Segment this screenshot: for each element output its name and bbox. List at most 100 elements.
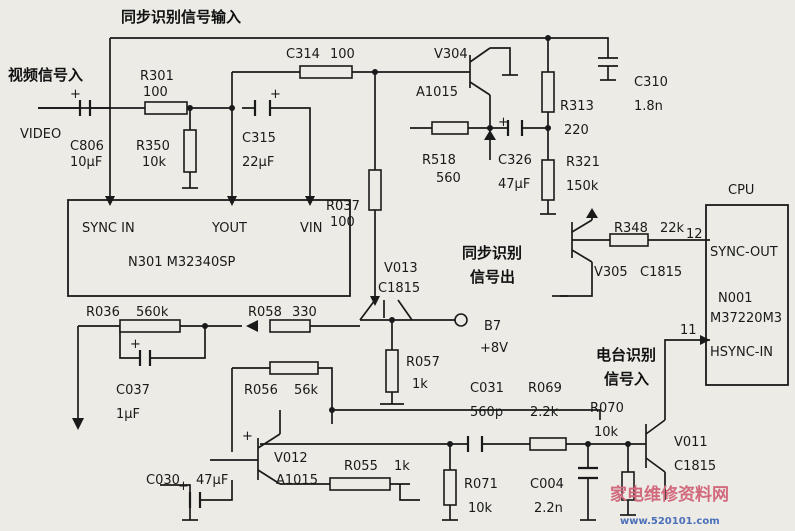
r056-label: R056: [244, 383, 278, 398]
v305-label: V305: [594, 265, 628, 280]
resistors: [119, 65, 649, 506]
c030-plates: [188, 492, 202, 508]
r069-label: R069: [528, 381, 562, 396]
c806-value: 10μF: [70, 155, 102, 170]
v013-model: C1815: [378, 281, 420, 296]
video-input-label: 视频信号入: [8, 66, 83, 84]
svg-text:+: +: [270, 87, 281, 102]
c037-value: 1μF: [116, 407, 140, 422]
r071-label: R071: [464, 477, 498, 492]
r321-body: [541, 159, 555, 201]
svg-text:+: +: [70, 87, 81, 102]
svg-text:+: +: [178, 479, 189, 494]
c326-label: C326: [498, 153, 532, 168]
c315-value: 22μF: [242, 155, 274, 170]
watermark-url: www.520101.com: [620, 516, 720, 527]
cpu-sync-out-pin: SYNC-OUT: [710, 245, 778, 260]
r058-arrow: [246, 320, 258, 332]
station-input-label-2: 信号入: [604, 370, 649, 388]
r518-label: R518: [422, 153, 456, 168]
yout-arrow: [227, 196, 237, 206]
cpu-hsync-in-pin: HSYNC-IN: [710, 345, 773, 360]
c806-label: C806: [70, 139, 104, 154]
vin-arrow: [305, 196, 315, 206]
signal-arrows: [72, 130, 710, 430]
svg-text:+: +: [498, 115, 509, 130]
sync-in-arrow: [105, 196, 115, 206]
svg-text:+: +: [242, 429, 253, 444]
video-tag: VIDEO: [20, 127, 61, 142]
r350-value: 10k: [142, 155, 167, 170]
c310-value: 1.8n: [634, 99, 663, 114]
ground-marks: [182, 74, 636, 521]
r321-label: R321: [566, 155, 600, 170]
r037-value: 100: [330, 215, 355, 230]
b7-label: B7: [484, 319, 501, 334]
r037-body: [368, 169, 382, 211]
cpu-pin-11: 11: [680, 323, 697, 338]
component-labels: R301 100 C806 10μF R350 10k C315 22μF C3…: [70, 47, 716, 516]
v011-label: V011: [674, 435, 708, 450]
n301-name: N301 M32340SP: [128, 255, 235, 270]
r321-value: 150k: [566, 179, 599, 194]
c310-label: C310: [634, 75, 668, 90]
b7-terminal: [454, 313, 468, 327]
r057-value: 1k: [412, 377, 428, 392]
c030-value: 47μF: [196, 473, 228, 488]
r301-label: R301: [140, 69, 174, 84]
cpu-n001: N001: [718, 291, 753, 306]
r313-label: R313: [560, 99, 594, 114]
c314-label: C314: [286, 47, 320, 62]
sync-input-label: 同步识别信号输入: [121, 8, 241, 26]
r070-body: [621, 471, 635, 501]
return-arrow: [72, 418, 84, 430]
r036-label: R036: [86, 305, 120, 320]
r301-value: 100: [143, 85, 168, 100]
r036-body: [119, 319, 181, 333]
r055-body: [329, 477, 391, 491]
r036-value: 560k: [136, 305, 169, 320]
c030-label: C030: [146, 473, 180, 488]
r055-label: R055: [344, 459, 378, 474]
r070-label: R070: [590, 401, 624, 416]
r071-value: 10k: [468, 501, 493, 516]
c004-label: C004: [530, 477, 564, 492]
c031-plates: [466, 436, 484, 452]
b7-value: +8V: [480, 341, 508, 356]
watermark-site: 家电维修资料网: [610, 484, 729, 505]
v012-label: V012: [274, 451, 308, 466]
c315-plates: [253, 100, 272, 116]
r313-value: 220: [564, 123, 589, 138]
v013-base-arrow: [370, 296, 380, 306]
r056-body: [269, 361, 319, 375]
cpu-pin-12: 12: [686, 227, 703, 242]
v305-model: C1815: [640, 265, 682, 280]
v304-label: V304: [434, 47, 468, 62]
r058-label: R058: [248, 305, 282, 320]
r056-value: 56k: [294, 383, 319, 398]
capacitors: [38, 100, 598, 508]
c314-body: [299, 65, 353, 79]
n301-sync-in-pin: SYNC IN: [82, 221, 135, 236]
r069-value: 2.2k: [530, 405, 559, 420]
c314-value: 100: [330, 47, 355, 62]
c326-value: 47μF: [498, 177, 530, 192]
r070-value: 10k: [594, 425, 619, 440]
r071-body: [443, 469, 457, 506]
svg-text:+: +: [130, 337, 141, 352]
r518-body: [431, 121, 469, 135]
r518-value: 560: [436, 171, 461, 186]
v012-model: A1015: [276, 473, 318, 488]
junction-dots: [187, 35, 631, 447]
r350-body: [183, 129, 197, 173]
r037-label: R037: [326, 199, 360, 214]
v013-label: V013: [384, 261, 418, 276]
c315-label: C315: [242, 131, 276, 146]
n301-chip: [67, 199, 351, 297]
r058-value: 330: [292, 305, 317, 320]
v304-arrow: [484, 130, 496, 140]
cpu-title: CPU: [728, 183, 754, 198]
sync-output-label-2: 信号出: [470, 268, 515, 286]
r350-label: R350: [136, 139, 170, 154]
